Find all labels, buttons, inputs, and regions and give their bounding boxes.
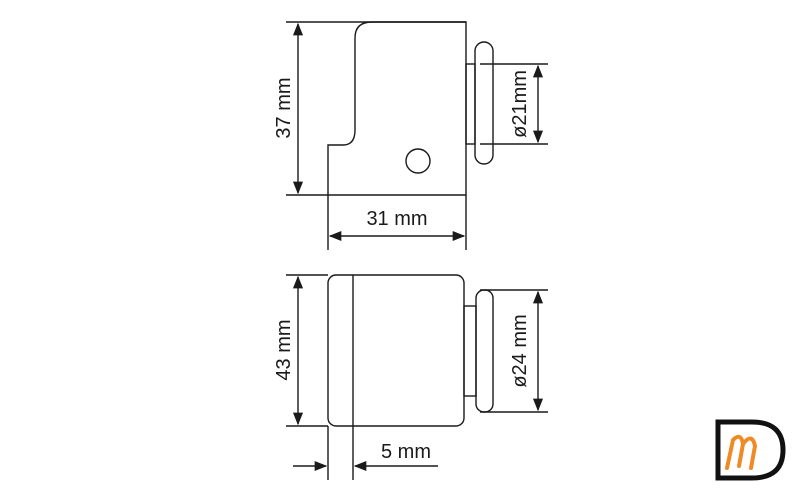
side-view-roller — [474, 41, 494, 165]
roller-diameter-label: ø21mm — [509, 70, 531, 138]
logo-d-frame — [715, 419, 786, 481]
top-view-axle — [463, 305, 477, 397]
width-label: 31 mm — [366, 208, 427, 230]
offset-label: 5 mm — [381, 441, 431, 463]
roller-diameter-label: ø24 mm — [509, 314, 531, 387]
height-label: 43 mm — [273, 319, 295, 380]
brand-logo — [715, 419, 786, 481]
top-view — [286, 274, 548, 480]
side-view-body-outline — [327, 21, 467, 196]
top-view-roller — [475, 289, 494, 413]
height-label: 37 mm — [273, 77, 295, 138]
top-view-body — [327, 274, 465, 427]
side-view — [286, 21, 548, 250]
side-view-axle — [465, 63, 476, 145]
mounting-hole — [405, 148, 431, 174]
logo-m-mark — [725, 434, 758, 470]
